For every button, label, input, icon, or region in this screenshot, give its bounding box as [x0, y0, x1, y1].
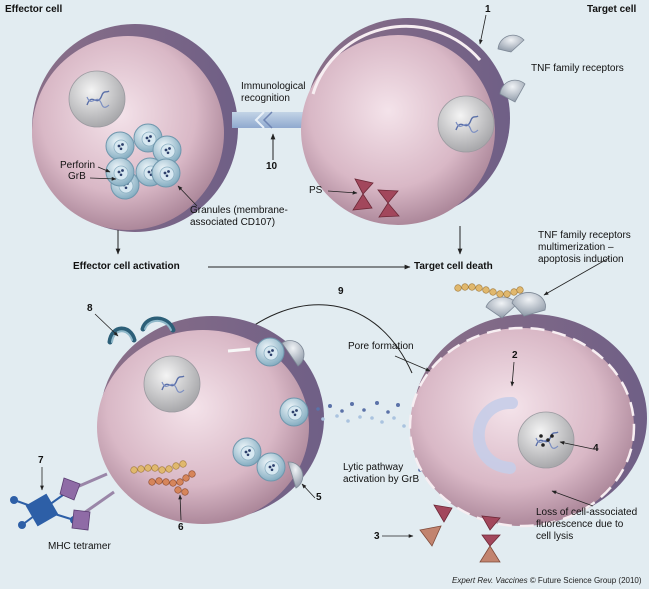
- callout-4: 4: [593, 443, 599, 454]
- ps-bottom: [419, 504, 501, 563]
- pore-formation-label: Pore formation: [348, 341, 414, 352]
- tnf-multimer: [454, 283, 546, 319]
- nucleus-target-top: [437, 95, 495, 153]
- immunological-recognition-bridge: [232, 111, 320, 129]
- granzyme-chains: [130, 460, 196, 496]
- loss-fluorescence-label: Loss of cell-associated fluorescence due…: [536, 507, 638, 542]
- ps-label: PS: [309, 185, 323, 196]
- callout-1: 1: [485, 4, 491, 15]
- perforin-label: Perforin: [60, 160, 96, 171]
- tnf-multimerization-label: TNF family receptors multimerization – a…: [538, 230, 631, 265]
- callout-8: 8: [87, 303, 93, 314]
- callout-10: 10: [266, 161, 278, 172]
- target-cell-title: Target cell: [587, 4, 637, 15]
- nucleus-effector-top: [68, 70, 126, 128]
- credit-journal: Expert Rev. Vaccines: [452, 576, 528, 585]
- effector-cell-top: [32, 24, 238, 232]
- granules-label: Granules (membrane- associated CD107): [190, 205, 288, 228]
- effector-cell-title: Effector cell: [5, 4, 63, 15]
- callout-6: 6: [178, 522, 184, 533]
- cd107-markers: [107, 316, 176, 345]
- callout-5: 5: [316, 492, 322, 503]
- mhc-tetramer: [10, 472, 115, 531]
- target-cell-bottom: [408, 314, 647, 528]
- effector-cell-bottom: [97, 316, 324, 524]
- callout-7: 7: [38, 455, 44, 466]
- immunological-recognition-label: Immunological recognition: [241, 81, 306, 104]
- tnf-receptors-top: [497, 34, 526, 103]
- callout-2: 2: [512, 350, 518, 361]
- nucleus-target-bottom: [517, 411, 575, 469]
- grb-label: GrB: [68, 171, 86, 182]
- tnf-on-effector: [281, 340, 305, 489]
- effector-cell-activation-label: Effector cell activation: [73, 261, 180, 272]
- callout-3: 3: [374, 531, 380, 542]
- lytic-pathway-label: Lytic pathway activation by GrB: [343, 462, 420, 485]
- mhc-tetramer-label: MHC tetramer: [48, 541, 111, 552]
- tnf-receptors-label: TNF family receptors: [531, 63, 624, 74]
- leader-lines: [40, 14, 610, 538]
- ps-molecules: [352, 178, 400, 218]
- figure-credit: Expert Rev. Vaccines © Future Science Gr…: [452, 575, 642, 587]
- target-cell-death-label: Target cell death: [414, 261, 493, 272]
- callout-9: 9: [338, 286, 344, 297]
- target-cell-top: [301, 18, 526, 225]
- nucleus-effector-bottom: [143, 355, 201, 413]
- credit-rest: © Future Science Group (2010): [527, 576, 642, 585]
